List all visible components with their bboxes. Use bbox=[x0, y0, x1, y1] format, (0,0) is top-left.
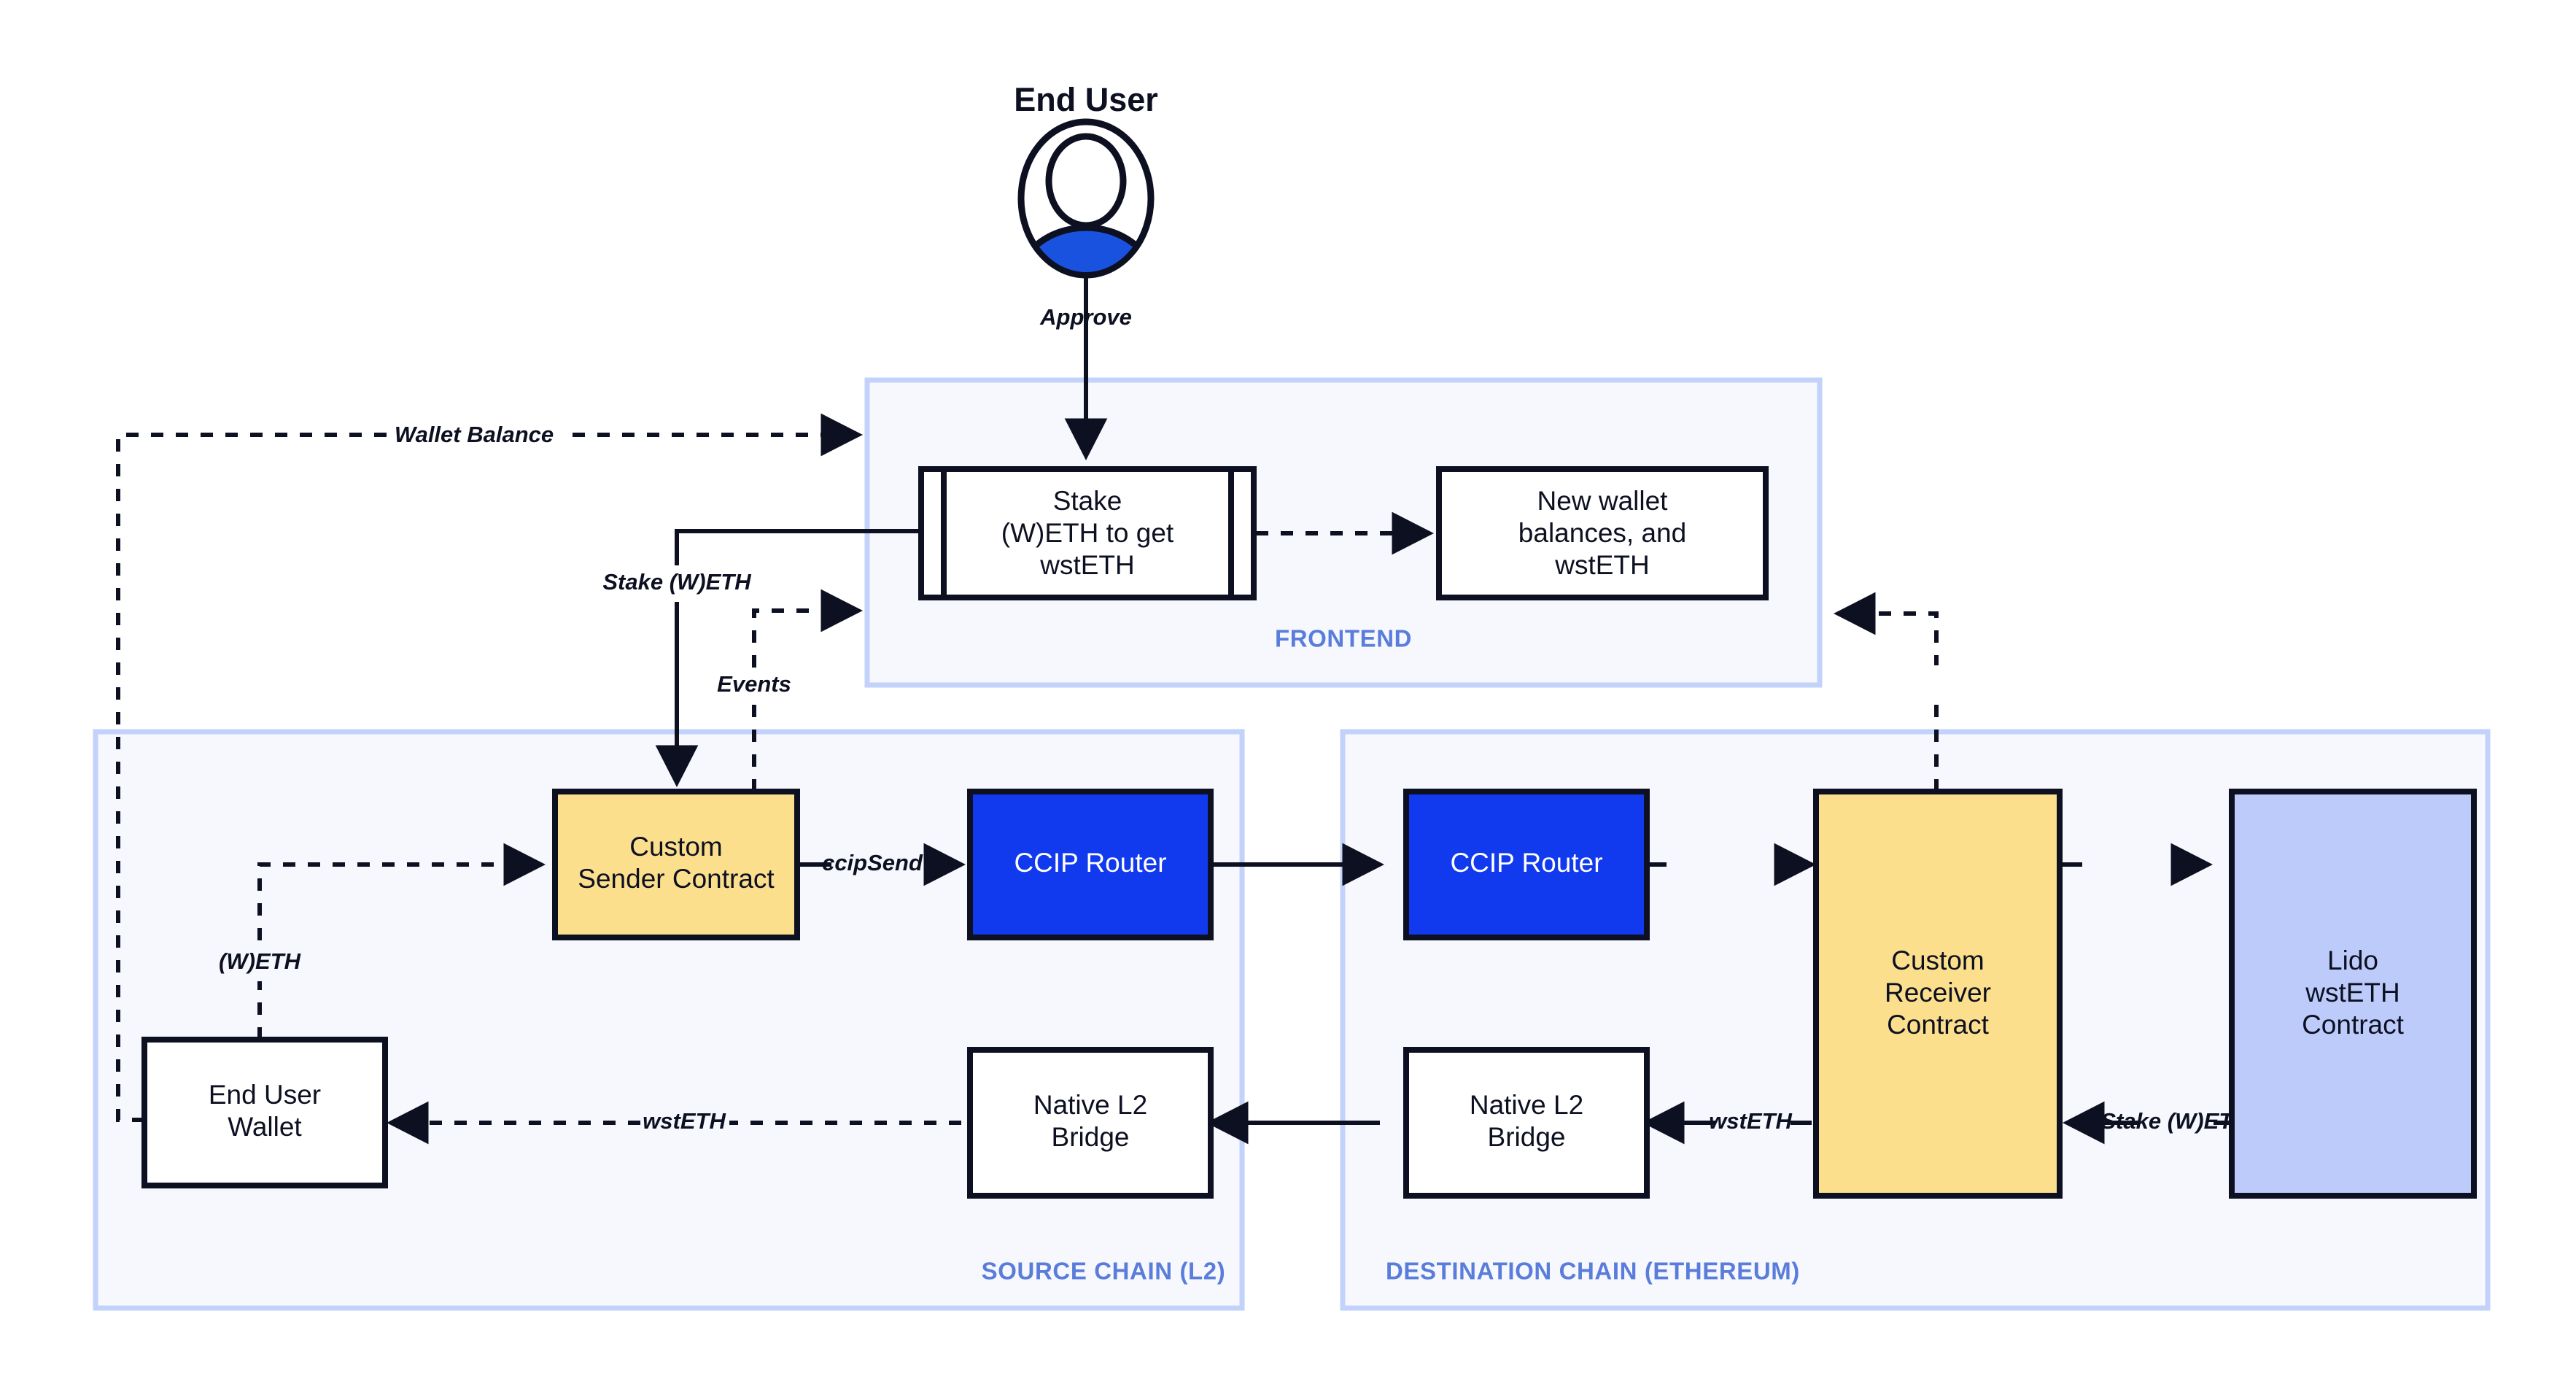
node-receiver-contract-line2: Receiver bbox=[1885, 978, 1991, 1008]
node-router-dest-label: CCIP Router bbox=[1450, 848, 1602, 878]
node-new-balances-line2: balances, and bbox=[1518, 518, 1686, 548]
node-bridge-source[interactable]: Native L2 Bridge bbox=[967, 1047, 1214, 1199]
edge-label-wallet-balance: Wallet Balance bbox=[395, 422, 554, 447]
node-lido-contract[interactable]: Lido wstETH Contract bbox=[2229, 789, 2477, 1199]
node-receiver-contract[interactable]: Custom Receiver Contract bbox=[1813, 789, 2063, 1199]
node-new-balances[interactable]: New wallet balances, and wstETH bbox=[1436, 466, 1769, 600]
edge-label-events-source: Events bbox=[717, 671, 791, 697]
node-user-wallet-line2: Wallet bbox=[228, 1112, 302, 1142]
edge-wsteth-from-lido: Stake (W)ETH bbox=[2063, 1101, 2249, 1145]
edge-label-weth-transfer: (W)ETH bbox=[219, 948, 301, 974]
node-router-dest[interactable]: CCIP Router bbox=[1403, 789, 1650, 940]
node-user-wallet[interactable]: End User Wallet bbox=[141, 1037, 388, 1188]
zone-label-destination-chain: DESTINATION CHAIN (ETHEREUM) bbox=[1386, 1258, 1800, 1285]
edge-weth-transfer: (W)ETH bbox=[204, 843, 546, 1040]
node-sender-contract-line1: Custom bbox=[629, 832, 722, 862]
edge-approve: Approve bbox=[1039, 278, 1132, 460]
actor-title: End User bbox=[1014, 81, 1158, 118]
node-sender-contract[interactable]: Custom Sender Contract bbox=[552, 789, 800, 940]
node-bridge-dest[interactable]: Native L2 Bridge bbox=[1403, 1047, 1650, 1199]
node-new-balances-line3: wstETH bbox=[1554, 550, 1650, 580]
node-lido-contract-line2: wstETH bbox=[2305, 978, 2400, 1008]
edge-label-wsteth-from-lido: Stake (W)ETH bbox=[2100, 1108, 2249, 1134]
node-lido-contract-line1: Lido bbox=[2327, 945, 2378, 975]
node-stake-form-line2: (W)ETH to get bbox=[1001, 518, 1174, 548]
node-bridge-dest-line2: Bridge bbox=[1488, 1122, 1566, 1152]
edge-label-approve: Approve bbox=[1039, 304, 1132, 330]
person-avatar-icon bbox=[1017, 118, 1155, 279]
node-router-source[interactable]: CCIP Router bbox=[967, 789, 1214, 940]
node-sender-contract-line2: Sender Contract bbox=[578, 864, 775, 894]
node-bridge-source-line2: Bridge bbox=[1052, 1122, 1130, 1152]
edge-stake-weth: Stake (W)ETH bbox=[598, 529, 921, 787]
edge-label-wsteth-to-wallet: wstETH bbox=[643, 1108, 726, 1134]
node-stake-form-line1: Stake bbox=[1053, 486, 1122, 516]
edge-wsteth-to-bridge: wstETH bbox=[1642, 1101, 1812, 1145]
node-router-source-label: CCIP Router bbox=[1014, 848, 1166, 878]
actor-end-user[interactable]: End User bbox=[1014, 81, 1158, 356]
zone-label-source-chain: SOURCE CHAIN (L2) bbox=[982, 1258, 1226, 1285]
edge-label-ccip-send: ccipSend bbox=[822, 850, 923, 875]
node-bridge-source-line1: Native L2 bbox=[1033, 1090, 1147, 1120]
node-bridge-dest-line1: Native L2 bbox=[1470, 1090, 1583, 1120]
edge-label-wsteth-to-bridge: wstETH bbox=[1709, 1108, 1792, 1134]
edge-events-source: Events bbox=[693, 589, 863, 792]
node-new-balances-line1: New wallet bbox=[1537, 486, 1669, 516]
node-stake-form[interactable]: Stake (W)ETH to get wstETH bbox=[918, 466, 1257, 600]
edge-wsteth-to-wallet: wstETH bbox=[387, 1101, 961, 1145]
edge-label-stake-weth: Stake (W)ETH bbox=[602, 569, 751, 595]
node-stake-form-line3: wstETH bbox=[1039, 550, 1135, 580]
node-receiver-contract-line3: Contract bbox=[1887, 1010, 1990, 1040]
edge-events-dest bbox=[1834, 592, 2000, 792]
edge-wallet-balance: Wallet Balance bbox=[116, 413, 863, 1122]
node-receiver-contract-line1: Custom bbox=[1891, 945, 1984, 975]
edge-ccip-send: ccipSend bbox=[797, 843, 966, 886]
node-lido-contract-line3: Contract bbox=[2302, 1010, 2405, 1040]
node-user-wallet-line1: End User bbox=[209, 1080, 321, 1110]
zone-label-frontend: FRONTEND bbox=[1275, 625, 1412, 652]
